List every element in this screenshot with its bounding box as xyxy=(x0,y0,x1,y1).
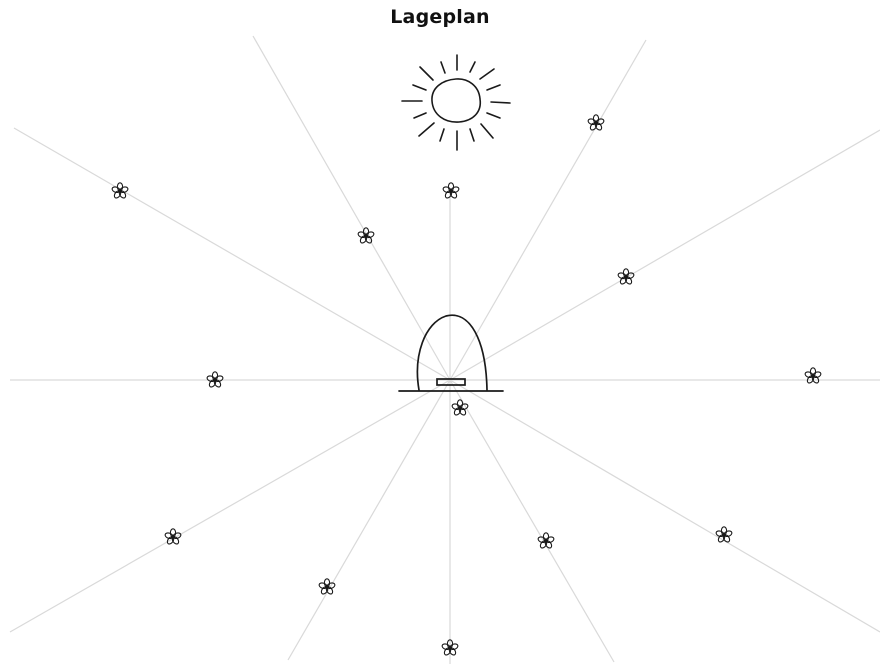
ray-line xyxy=(9,379,451,633)
flower-icon xyxy=(441,182,461,200)
flowers xyxy=(110,114,823,657)
building-icon xyxy=(398,314,504,392)
ray-line xyxy=(449,129,880,381)
flower-icon xyxy=(163,528,183,546)
ray-line xyxy=(13,127,451,381)
ray-line xyxy=(252,35,451,381)
ray-lines xyxy=(9,35,880,664)
ray-line xyxy=(287,379,451,661)
ray-line xyxy=(449,379,880,633)
flower-icon xyxy=(803,367,823,385)
sun-icon xyxy=(401,54,511,151)
diagram-title: Lageplan xyxy=(390,6,490,28)
flower-icon xyxy=(616,268,636,286)
ray-line xyxy=(449,39,647,381)
ray-line xyxy=(449,379,615,663)
flower-icon xyxy=(356,227,376,245)
